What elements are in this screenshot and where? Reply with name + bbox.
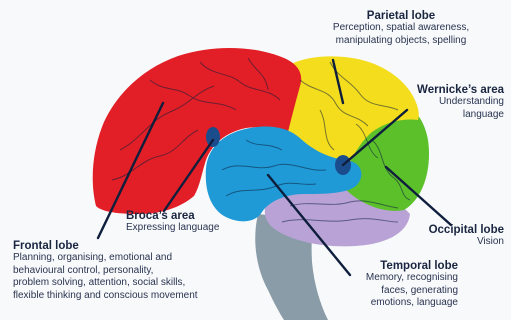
parietal-description-line-2: manipulating objects, spelling: [316, 35, 486, 48]
parietal-description-line-1: Perception, spatial awareness,: [316, 22, 486, 35]
broca-title: Broca’s area: [126, 210, 256, 222]
parietal-label: Parietal lobe Perception, spatial awaren…: [316, 10, 486, 47]
occipital-title: Occipital lobe: [396, 224, 504, 236]
temporal-description-line-1: Memory, recognising: [346, 272, 458, 285]
occipital-description-line-1: Vision: [396, 236, 504, 249]
wernicke-description-line-2: language: [380, 109, 504, 122]
temporal-label: Temporal lobe Memory, recognising faces,…: [346, 260, 458, 310]
wernicke-title: Wernicke’s area: [380, 84, 504, 96]
broca-area-region: [206, 127, 220, 147]
temporal-description-line-3: emotions, language: [346, 297, 458, 310]
occipital-label: Occipital lobe Vision: [396, 224, 504, 249]
frontal-description-line-1: Planning, organising, emotional and: [13, 252, 253, 265]
broca-description-line-1: Expressing language: [126, 222, 256, 235]
frontal-description-line-2: behavioural control, personality,: [13, 265, 253, 278]
broca-label: Broca’s area Expressing language: [126, 210, 256, 235]
wernicke-label: Wernicke’s area Understanding language: [380, 84, 504, 121]
frontal-description-line-3: problem solving, attention, social skill…: [13, 277, 253, 290]
wernicke-description-line-1: Understanding: [380, 96, 504, 109]
parietal-title: Parietal lobe: [316, 10, 486, 22]
frontal-title: Frontal lobe: [13, 240, 253, 252]
temporal-title: Temporal lobe: [346, 260, 458, 272]
temporal-description-line-2: faces, generating: [346, 285, 458, 298]
frontal-label: Frontal lobe Planning, organising, emoti…: [13, 240, 253, 302]
frontal-description-line-4: flexible thinking and conscious movement: [13, 290, 253, 303]
